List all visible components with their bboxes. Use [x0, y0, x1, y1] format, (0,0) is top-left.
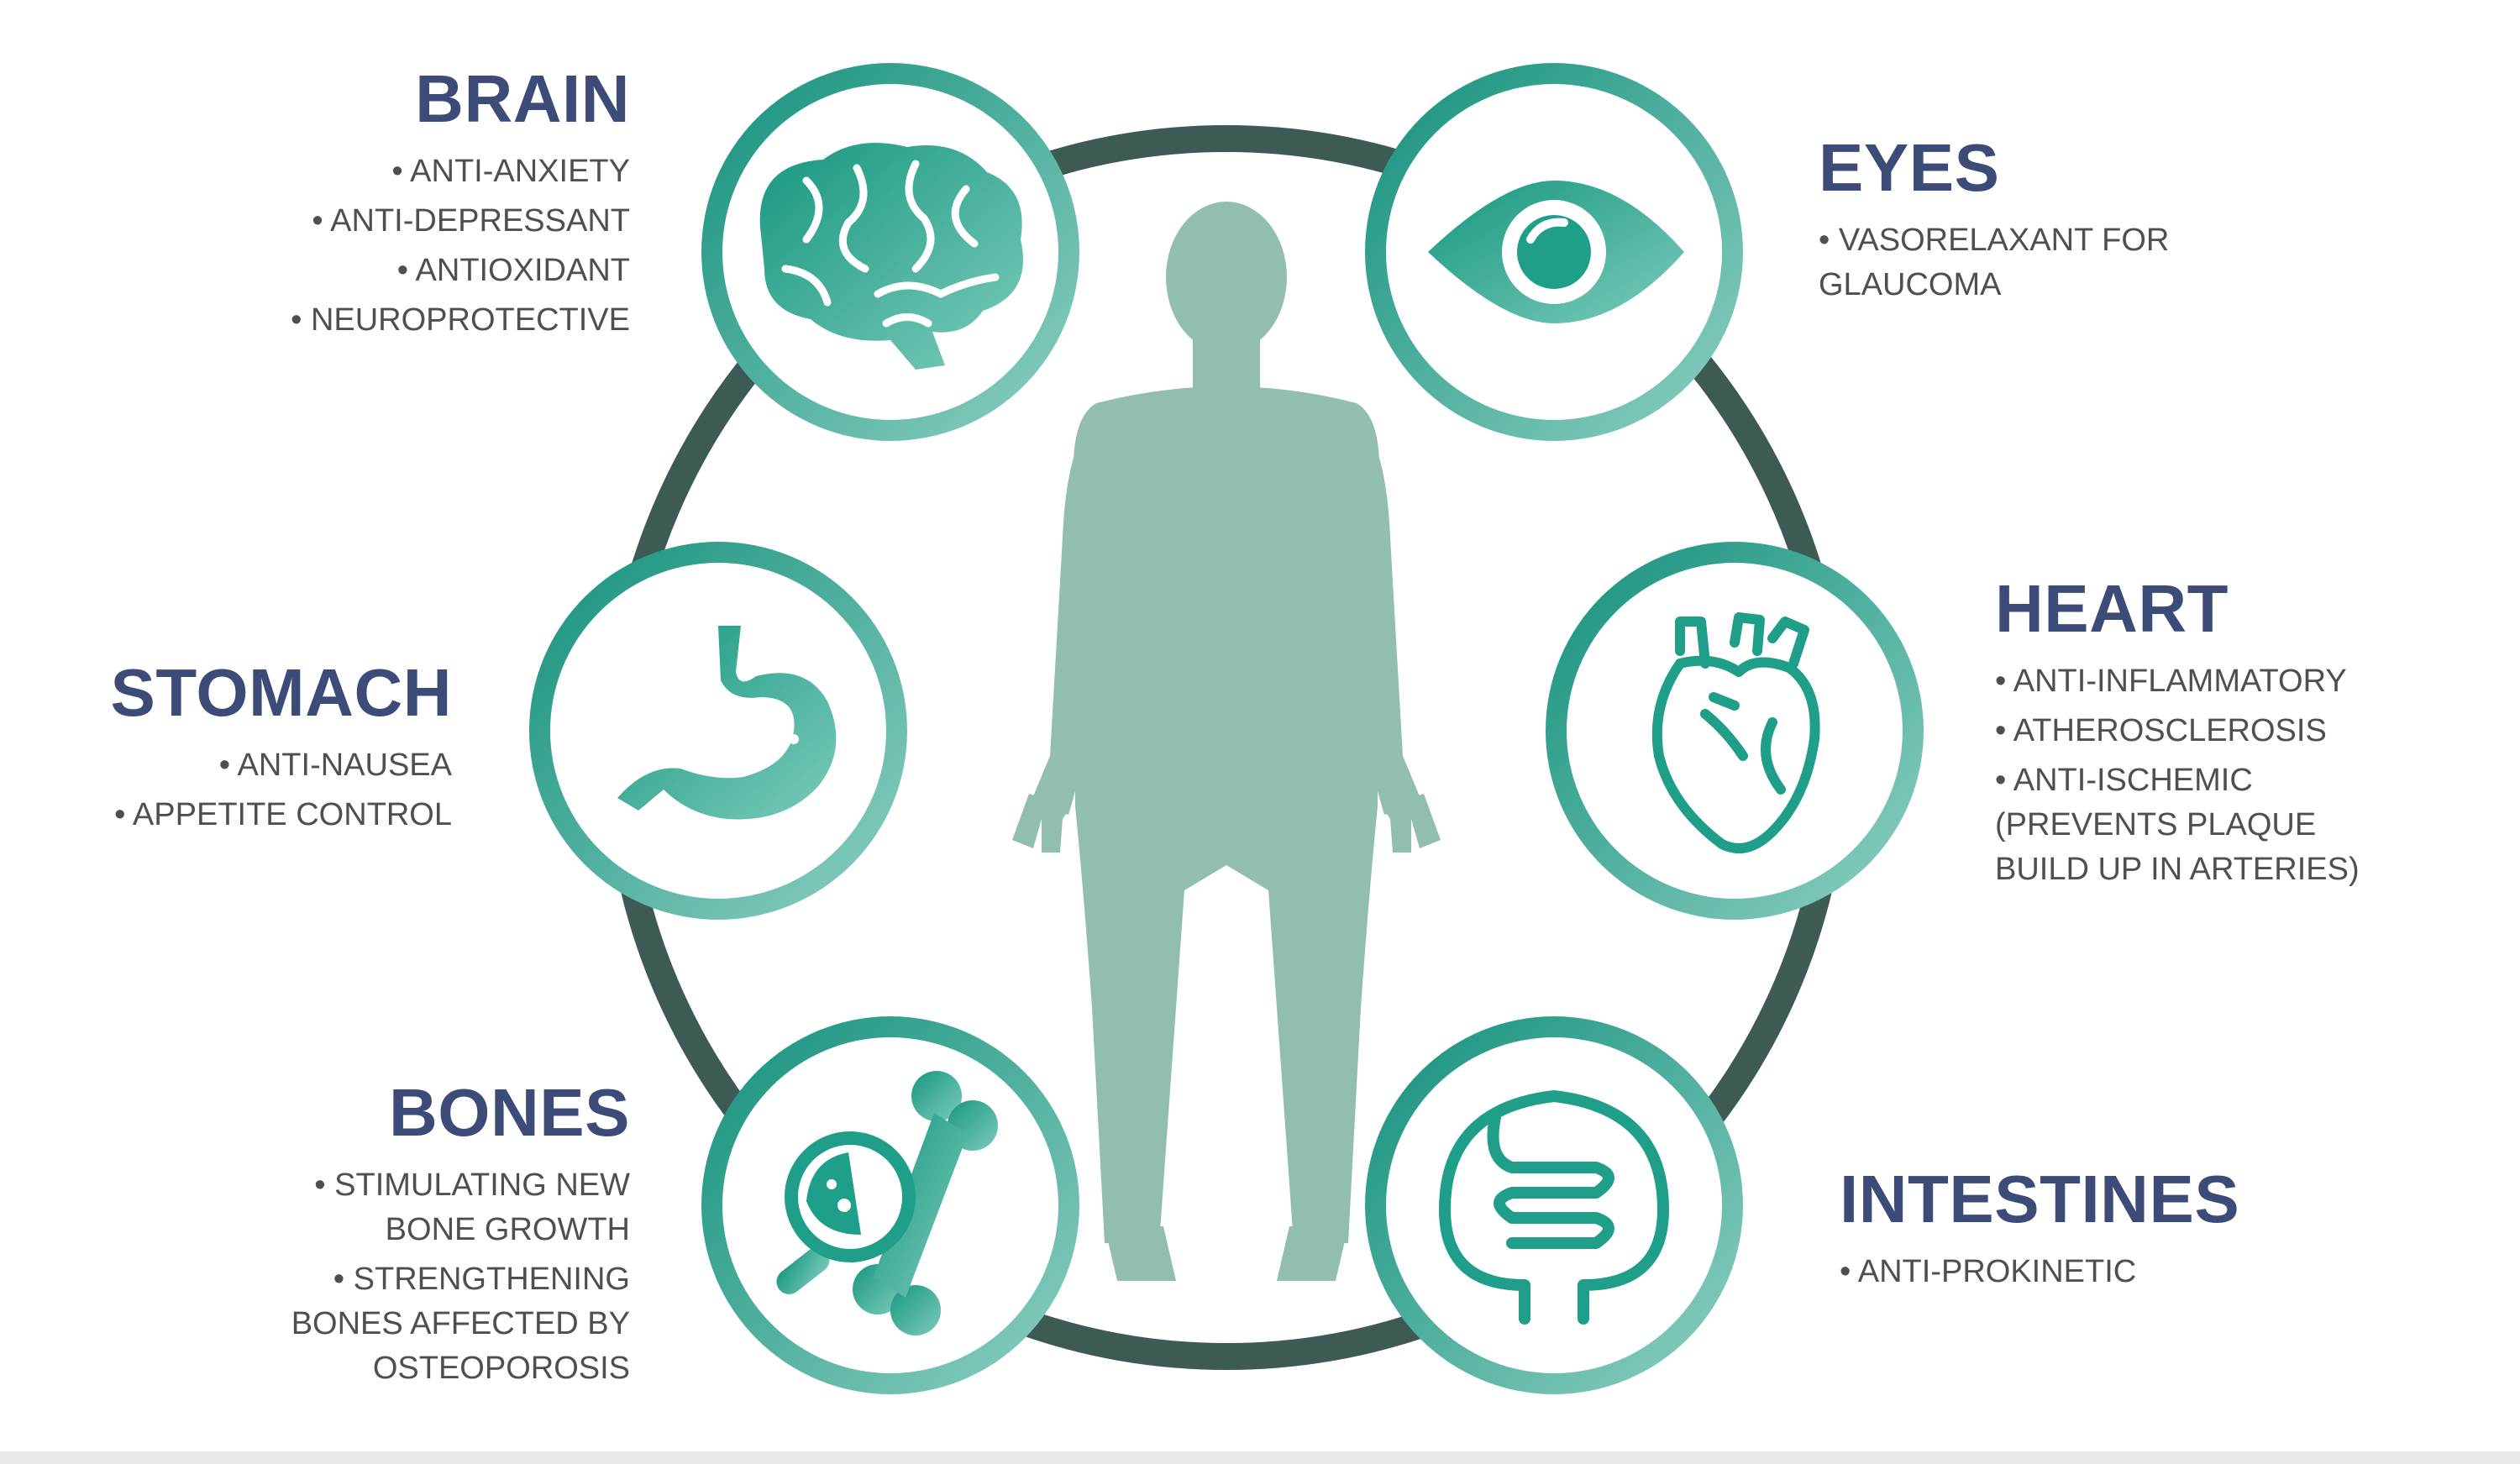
- heart-circle: [1546, 542, 1924, 920]
- intestines-label: INTESTINES • ANTI-PROKINETIC: [1840, 1166, 2239, 1299]
- brain-icon: [759, 143, 1023, 370]
- stomach-icon: [617, 626, 837, 820]
- heart-label: HEART • ANTI-INFLAMMATORY • ATHEROSCLERO…: [1995, 575, 2360, 897]
- eye-icon: [1428, 181, 1684, 323]
- heart-icon: [1651, 612, 1820, 853]
- intestines-circle: [1365, 1016, 1743, 1394]
- brain-effect: • ANTIOXIDANT: [396, 253, 630, 288]
- heart-effect: • ANTI-INFLAMMATORY: [1995, 664, 2347, 699]
- heart-title: HEART: [1995, 571, 2229, 646]
- brain-effect: • ANTI-ANXIETY: [391, 154, 630, 189]
- heart-effect: • ATHEROSCLEROSIS: [1995, 713, 2327, 748]
- bones-title: BONES: [389, 1075, 630, 1150]
- eyes-effects: • VASORELAXANT FOR GLAUCOMA: [1819, 218, 2169, 307]
- stomach-label: STOMACH • ANTI-NAUSEA • APPETITE CONTROL: [111, 659, 452, 842]
- stomach-circle: [529, 542, 907, 920]
- brain-title: BRAIN: [415, 61, 630, 136]
- bottom-scroll-bar: [0, 1451, 2520, 1464]
- stomach-title: STOMACH: [110, 655, 452, 730]
- heart-effects: • ANTI-INFLAMMATORY • ATHEROSCLEROSIS • …: [1995, 659, 2360, 892]
- eyes-title: EYES: [1819, 130, 2000, 205]
- stomach-effects: • ANTI-NAUSEA • APPETITE CONTROL: [111, 743, 452, 837]
- brain-effect: • ANTI-DEPRESSANT: [312, 203, 630, 239]
- eyes-label: EYES • VASORELAXANT FOR GLAUCOMA: [1819, 134, 2169, 312]
- intestines-effect: • ANTI-PROKINETIC: [1840, 1254, 2137, 1289]
- bone-icon: [776, 1071, 998, 1335]
- eyes-effect: • VASORELAXANT FOR GLAUCOMA: [1819, 223, 2170, 302]
- intestines-title: INTESTINES: [1840, 1162, 2240, 1236]
- bones-effect: • STIMULATING NEW BONE GROWTH: [314, 1168, 630, 1247]
- intestines-effects: • ANTI-PROKINETIC: [1840, 1250, 2239, 1294]
- heart-effect: • ANTI-ISCHEMIC (PREVENTS PLAQUE BUILD U…: [1995, 763, 2360, 887]
- stomach-effect: • APPETITE CONTROL: [114, 797, 452, 832]
- intestines-icon: [1439, 1090, 1669, 1325]
- human-body-silhouette: [1012, 202, 1441, 1281]
- brain-label: BRAIN • ANTI-ANXIETY • ANTI-DEPRESSANT •…: [291, 66, 630, 348]
- brain-effect: • NEUROPROTECTIVE: [291, 302, 630, 338]
- bones-effects: • STIMULATING NEW BONE GROWTH • STRENGTH…: [291, 1163, 630, 1391]
- stomach-effect: • ANTI-NAUSEA: [218, 748, 452, 783]
- bones-effect: • STRENGTHENING BONES AFFECTED BY OSTEOP…: [291, 1262, 630, 1386]
- brain-effects: • ANTI-ANXIETY • ANTI-DEPRESSANT • ANTIO…: [291, 150, 630, 343]
- bones-label: BONES • STIMULATING NEW BONE GROWTH • ST…: [291, 1079, 630, 1396]
